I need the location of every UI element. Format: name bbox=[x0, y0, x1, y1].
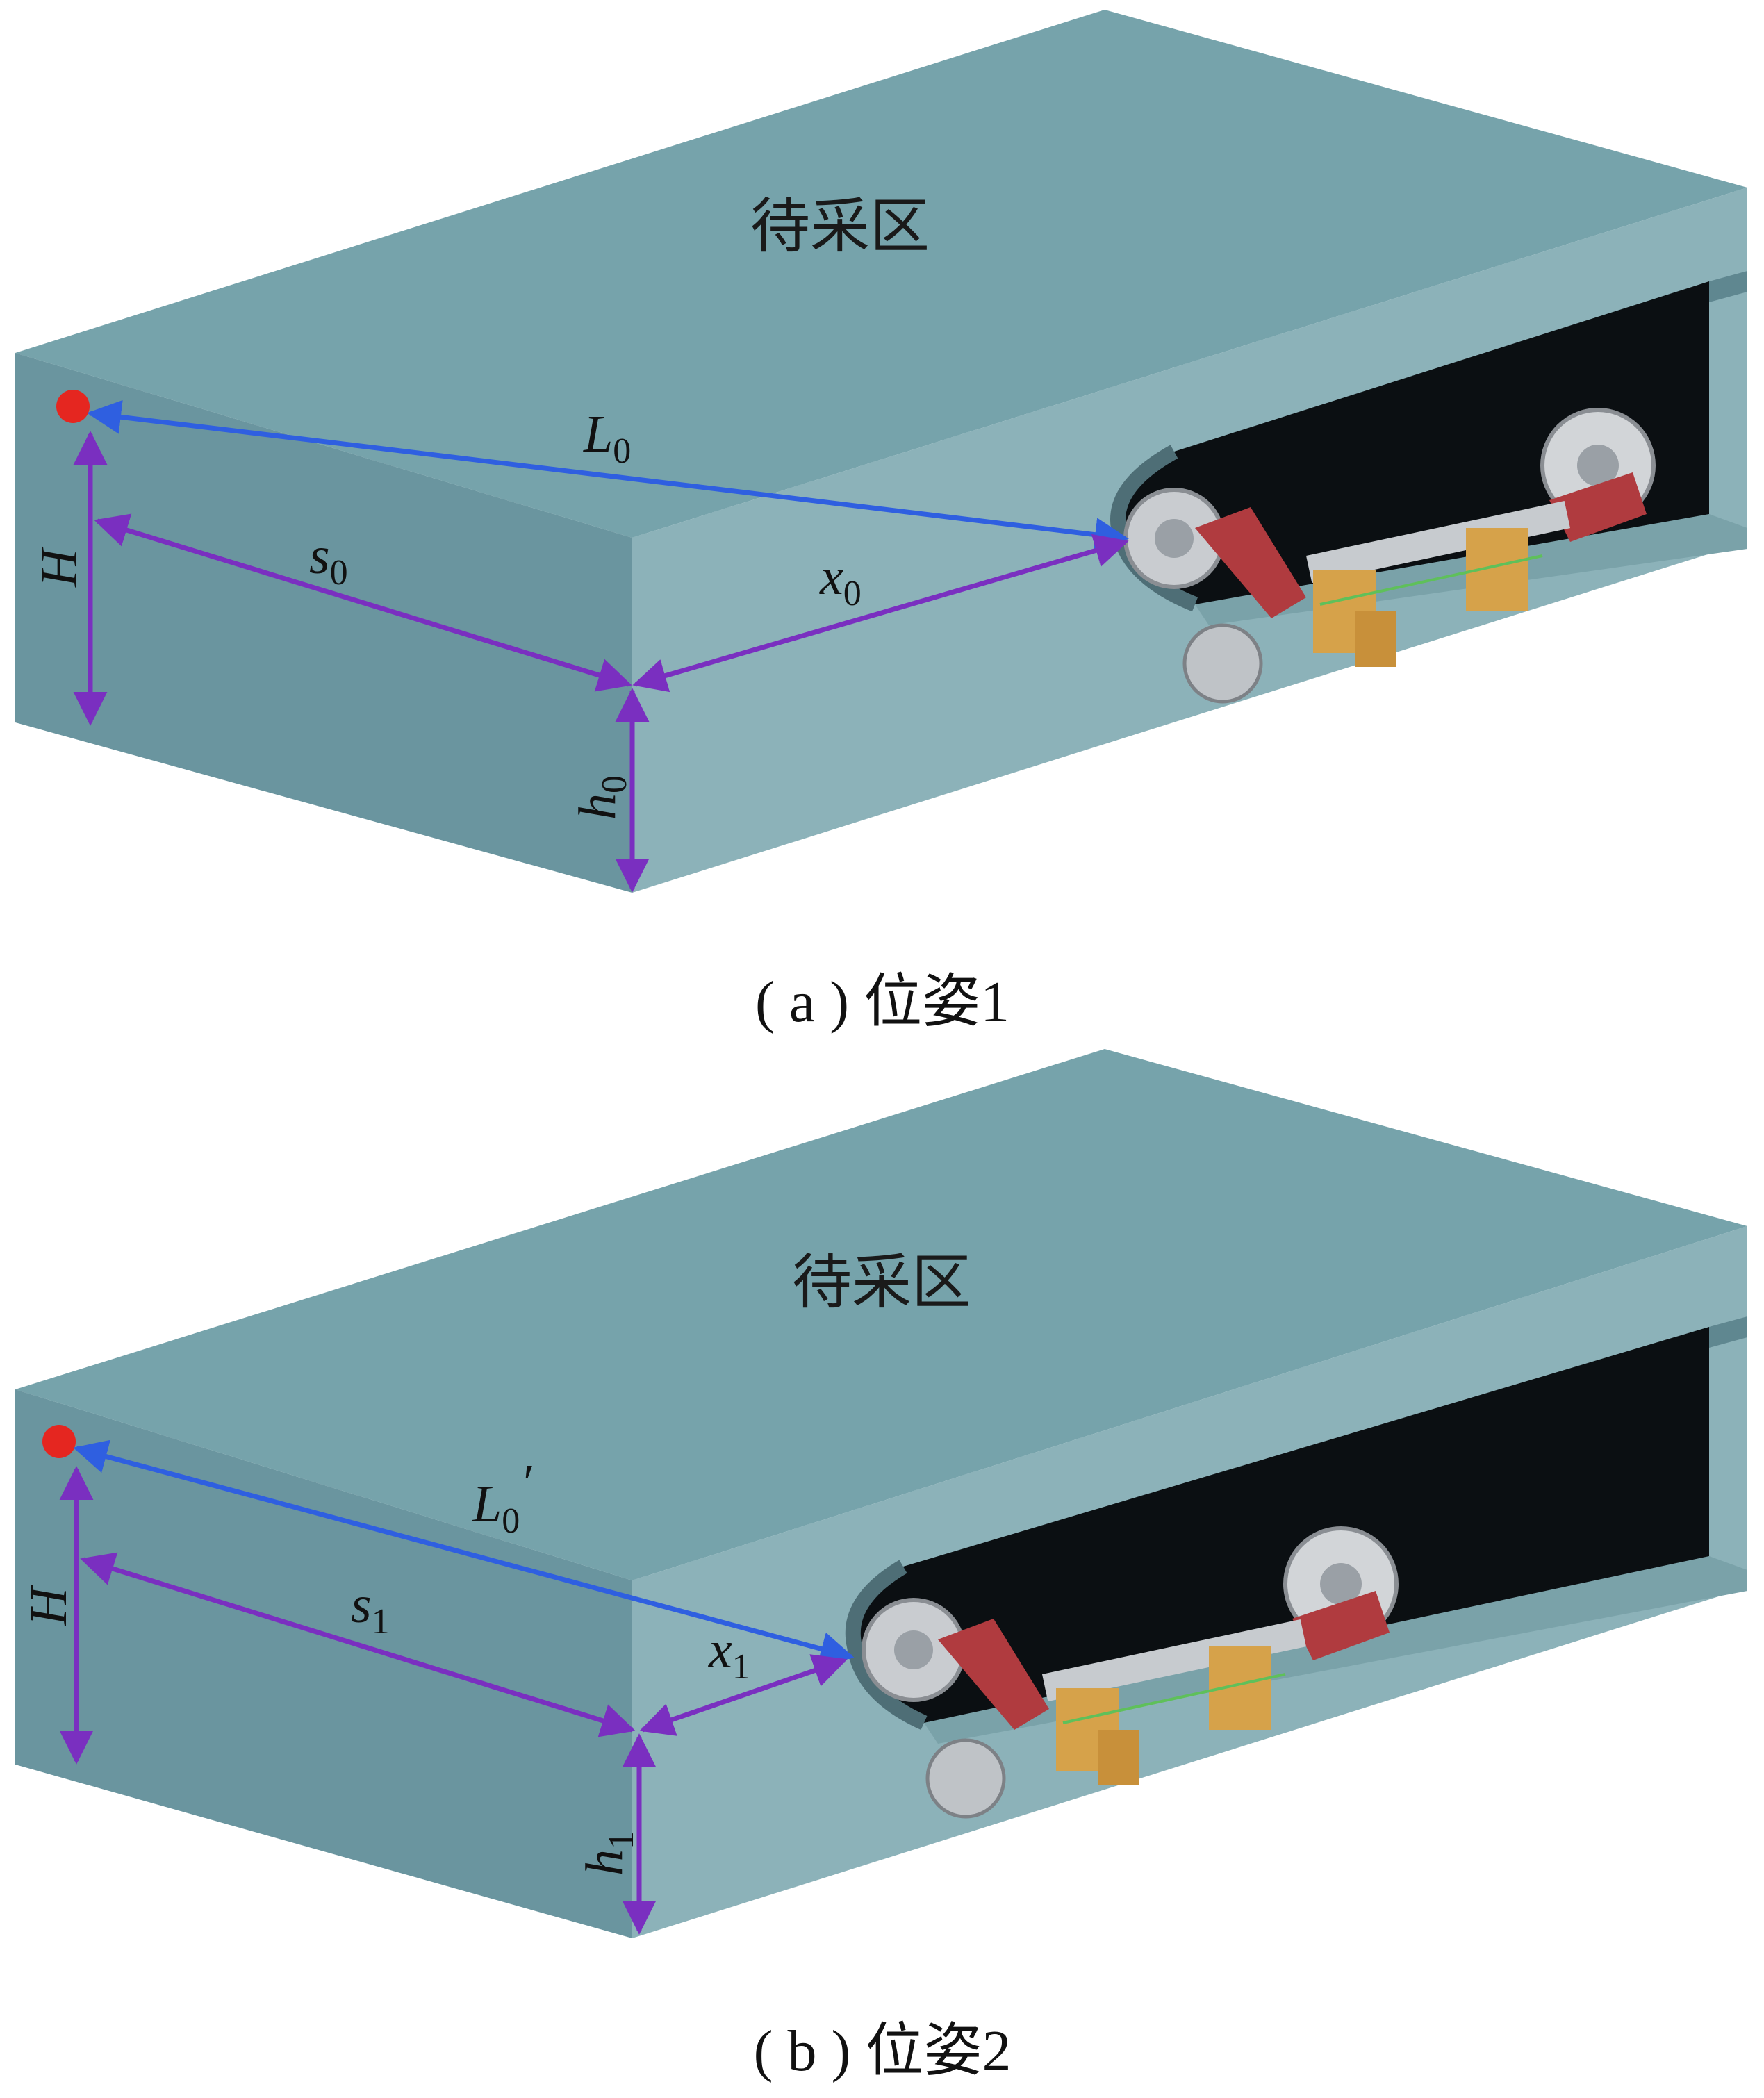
goaf-cavity bbox=[854, 1327, 1709, 1723]
s-arrow bbox=[80, 1552, 636, 1737]
lower-drum bbox=[1182, 623, 1263, 704]
shearer-machine bbox=[862, 1526, 1399, 1819]
panel-b: 待采区 L0′ H s1 x1 h1 ( b ) 位姿2 bbox=[15, 1049, 1747, 2083]
s-arrow bbox=[94, 513, 632, 692]
H-label: H bbox=[19, 1585, 78, 1626]
zone-label: 待采区 bbox=[750, 192, 930, 261]
L-label: L0′ bbox=[472, 1454, 532, 1541]
s-label: s0 bbox=[309, 527, 348, 593]
panel-a: 待采区 L0 H s0 x0 h0 ( a ) 位姿1 bbox=[15, 10, 1747, 1034]
h-label: h0 bbox=[568, 775, 634, 820]
roof-ledge bbox=[1709, 1316, 1747, 1348]
front-ranging-arm bbox=[1195, 507, 1306, 618]
front-ranging-arm bbox=[938, 1619, 1049, 1730]
haulage-unit bbox=[1355, 611, 1396, 667]
L-label: L0 bbox=[583, 405, 631, 471]
L-arrow bbox=[87, 399, 1129, 552]
coal-seam-block bbox=[15, 10, 1747, 893]
x-label: x0 bbox=[819, 547, 862, 613]
rear-ranging-arm bbox=[1549, 472, 1647, 542]
x-arrow bbox=[632, 534, 1129, 693]
H-label: H bbox=[30, 546, 88, 588]
shearer-machine bbox=[1123, 408, 1656, 704]
caption-b: ( b ) 位姿2 bbox=[754, 2019, 1012, 2083]
rear-ranging-arm bbox=[1292, 1591, 1390, 1660]
coal-seam-block bbox=[15, 1049, 1747, 1938]
s-label: s1 bbox=[351, 1576, 390, 1642]
roof-ledge bbox=[1709, 271, 1747, 302]
h-label: h1 bbox=[575, 1831, 641, 1876]
survey-point bbox=[42, 1425, 76, 1458]
zone-label: 待采区 bbox=[792, 1248, 971, 1317]
machine-body-rail bbox=[1042, 1619, 1307, 1702]
caption-a: ( a ) 位姿1 bbox=[755, 970, 1009, 1034]
cavity-rim bbox=[845, 1560, 928, 1731]
haulage-unit bbox=[1098, 1730, 1139, 1785]
survey-point bbox=[56, 390, 90, 423]
lower-drum bbox=[925, 1738, 1006, 1819]
x-label: x1 bbox=[708, 1621, 750, 1687]
machine-body-rail bbox=[1305, 500, 1571, 584]
x-arrow bbox=[639, 1654, 848, 1736]
